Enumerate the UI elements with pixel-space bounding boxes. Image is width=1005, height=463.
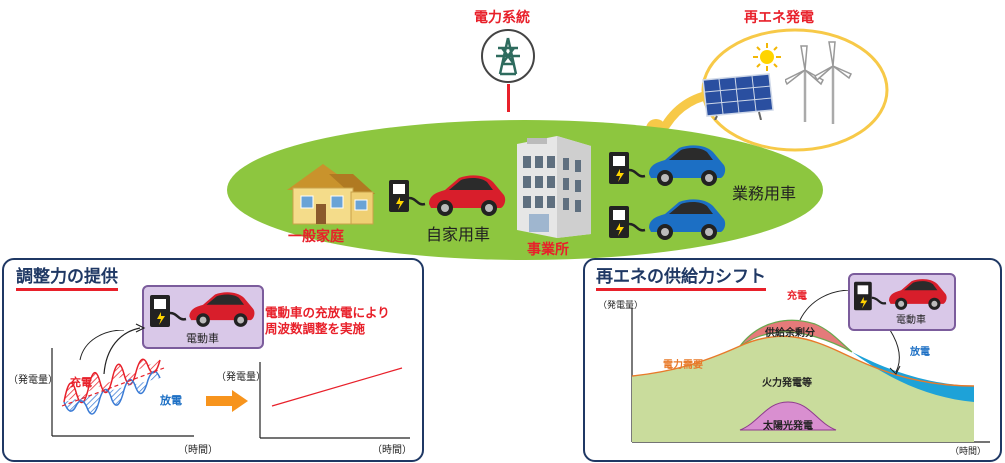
left-chart-1-xlabel: （時間） bbox=[178, 441, 218, 456]
left-chart-1-ylabel: （発電量） bbox=[8, 371, 58, 386]
left-arrow-to-ev bbox=[100, 318, 148, 378]
left-caption-line2: 周波数調整を実施 bbox=[265, 318, 365, 337]
renewable-label: 再エネ発電 bbox=[744, 7, 814, 27]
right-arrow-icon bbox=[206, 390, 248, 412]
own-car-icon bbox=[425, 172, 507, 218]
left-ev-charger-icon bbox=[148, 293, 188, 329]
left-panel-title: 調整力の提供 bbox=[16, 268, 118, 291]
left-chart-2-xlabel: （時間） bbox=[372, 441, 412, 456]
right-panel-title: 再エネの供給力シフト bbox=[596, 268, 766, 291]
fleet-car-icon-1 bbox=[645, 142, 727, 188]
fleet-label: 業務用車 bbox=[732, 180, 796, 204]
demand-label: 電力需要 bbox=[663, 356, 703, 371]
home-label: 一般家庭 bbox=[288, 226, 344, 246]
fleet-charger-icon-1 bbox=[607, 150, 647, 186]
right-charge-label: 充電 bbox=[787, 287, 807, 302]
charger-icon bbox=[387, 178, 427, 214]
left-charge-label: 充電 bbox=[70, 374, 92, 390]
own-car-label: 自家用車 bbox=[426, 221, 490, 245]
left-ev-car-icon bbox=[186, 289, 256, 329]
grid-label: 電力系統 bbox=[474, 7, 530, 27]
grid-connector-line bbox=[507, 84, 510, 112]
left-discharge-label: 放電 bbox=[160, 392, 182, 408]
right-discharge-label: 放電 bbox=[910, 343, 930, 358]
right-ev-label: 電動車 bbox=[896, 311, 926, 326]
grid-tower-icon bbox=[480, 28, 536, 84]
office-building-icon bbox=[513, 134, 593, 238]
house-icon bbox=[283, 160, 379, 226]
fleet-car-icon-2 bbox=[645, 196, 727, 242]
surplus-label: 供給余剰分 bbox=[765, 324, 815, 339]
right-chart-xlabel: （時間） bbox=[950, 444, 986, 457]
fleet-charger-icon-2 bbox=[607, 204, 647, 240]
thermal-label: 火力発電等 bbox=[762, 374, 812, 389]
right-ev-car-icon bbox=[886, 276, 948, 312]
office-label: 事業所 bbox=[527, 239, 569, 259]
right-ev-charger-icon bbox=[852, 280, 888, 312]
solar-label: 太陽光発電 bbox=[763, 417, 813, 432]
sun-icon bbox=[752, 42, 782, 72]
